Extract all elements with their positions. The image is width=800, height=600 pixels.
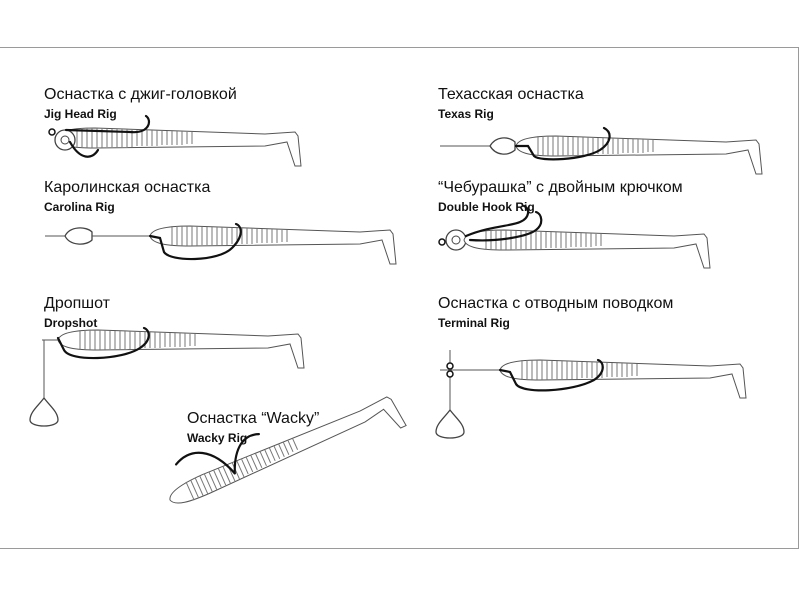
- carolina-subtitle: Carolina Rig: [44, 200, 115, 214]
- terminal-title: Оснастка с отводным поводком: [438, 295, 674, 312]
- terminal-rig-art: [435, 350, 747, 439]
- terminal-subtitle: Terminal Rig: [438, 316, 510, 330]
- dropshot-title: Дропшот: [44, 295, 111, 312]
- wacky-subtitle: Wacky Rig: [187, 431, 248, 445]
- carolina-rig-art: [45, 222, 397, 265]
- wacky-title: Оснастка “Wacky”: [187, 410, 320, 427]
- wacky-rig-art: [165, 390, 407, 527]
- jig-head-subtitle: Jig Head Rig: [44, 107, 117, 121]
- jig-head-title: Оснастка с джиг-головкой: [44, 86, 237, 103]
- texas-rig-art: [440, 126, 763, 175]
- double-hook-rig-art: [438, 204, 711, 269]
- double-hook-subtitle: Double Hook Rig: [438, 200, 535, 214]
- dropshot-subtitle: Dropshot: [44, 316, 98, 330]
- double-hook-title: “Чебурашка” с двойным крючком: [438, 179, 683, 196]
- texas-subtitle: Texas Rig: [438, 107, 494, 121]
- texas-title: Техасская оснастка: [438, 86, 584, 103]
- diagram-frame: [0, 47, 799, 549]
- jig-head-rig-art: [48, 114, 302, 167]
- carolina-title: Каролинская оснастка: [44, 179, 211, 196]
- dropshot-rig-art: [29, 326, 305, 427]
